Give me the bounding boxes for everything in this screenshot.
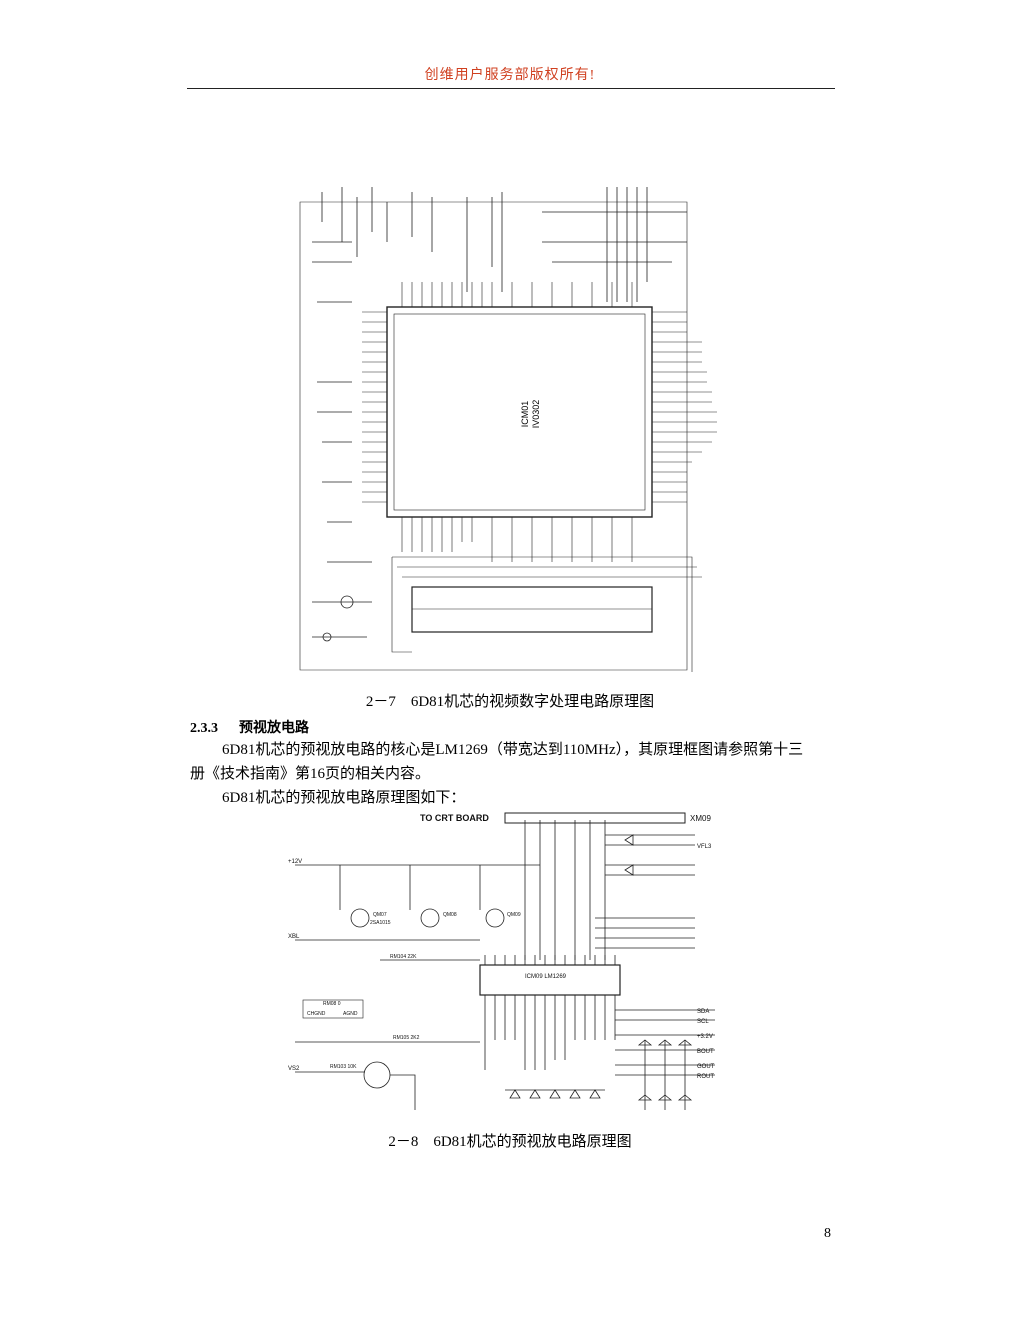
- label-rm103: RM103 10K: [330, 1064, 357, 1070]
- label-xbl: XBL: [288, 934, 300, 940]
- copyright-header: 创维用户服务部版权所有!: [424, 68, 596, 83]
- label-bout: BOUT: [697, 1049, 714, 1055]
- connector-label: XM09: [690, 814, 711, 823]
- ic-label: ICM09 LM1269: [525, 974, 567, 980]
- paragraph-1-line-2: 册《技术指南》第16页的相关内容。: [190, 766, 431, 782]
- section-heading: 2.3.3 预视放电路: [190, 717, 309, 737]
- label-vfl3: VFL3: [697, 844, 712, 850]
- label-32v: +3.2V: [697, 1034, 713, 1040]
- label-2sa1015: 2SA1015: [370, 920, 391, 926]
- section-number: 2.3.3: [190, 721, 218, 736]
- paragraph-2: 6D81机芯的预视放电路原理图如下：: [222, 790, 466, 806]
- chip-label-icm01: ICM01: [520, 401, 530, 428]
- label-12v: +12V: [288, 859, 302, 865]
- board-label: TO CRT BOARD: [420, 813, 489, 823]
- label-qm07: QM07: [373, 912, 387, 918]
- label-rm08: RM08 0: [323, 1001, 341, 1007]
- label-scl: SCL: [697, 1019, 709, 1025]
- page-number: 8: [824, 1226, 831, 1241]
- label-rm104: RM104 22K: [390, 954, 417, 960]
- label-qm09: QM09: [507, 912, 521, 918]
- header-rule: [187, 88, 835, 89]
- video-processing-schematic: ICM01 IV0302: [299, 187, 717, 672]
- chip-label-iv0302: IV0302: [531, 400, 541, 429]
- figure2-caption: 2－8 6D81机芯的预视放电路原理图: [388, 1134, 632, 1150]
- preamp-schematic: TO CRT BOARD XM09 +12V XBL VS2 VFL3 SDA …: [288, 812, 715, 1110]
- figure1-caption: 2－7 6D81机芯的视频数字处理电路原理图: [365, 694, 655, 710]
- label-vs2: VS2: [288, 1066, 300, 1072]
- label-agnd: AGND: [343, 1011, 358, 1017]
- section-title: 预视放电路: [239, 721, 309, 736]
- label-chgnd: CHGND: [307, 1011, 326, 1017]
- label-qm08: QM08: [443, 912, 457, 918]
- label-gout: GOUT: [697, 1064, 715, 1070]
- label-rm105: RM105 2K2: [393, 1035, 420, 1041]
- label-rout: ROUT: [697, 1074, 714, 1080]
- paragraph-1-line-1: 6D81机芯的预视放电路的核心是LM1269（带宽达到110MHz），其原理框图…: [222, 742, 804, 758]
- label-sda: SDA: [697, 1009, 709, 1015]
